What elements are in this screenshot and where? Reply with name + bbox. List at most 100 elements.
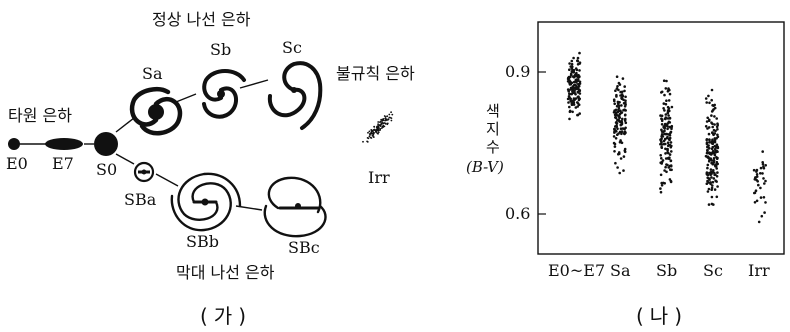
data-point-sa: [624, 96, 627, 99]
irr-dot: [383, 119, 385, 121]
data-point-irr: [764, 201, 767, 204]
data-point-sb: [670, 180, 673, 183]
data-point-irr: [763, 182, 766, 185]
data-point-sa: [624, 151, 627, 154]
data-point-sb: [665, 80, 668, 83]
data-point-sc: [711, 184, 714, 187]
data-point-sa: [617, 109, 620, 112]
data-point-sa: [623, 155, 626, 158]
type-sbc: SBc: [288, 240, 320, 256]
data-point-sc: [711, 89, 714, 92]
irr-dot: [374, 129, 376, 131]
data-point-sc: [710, 168, 713, 171]
data-point-sc: [713, 161, 716, 164]
irr-dot: [377, 123, 379, 125]
data-point-sa: [621, 95, 624, 98]
data-point-sc: [710, 172, 713, 175]
data-point-sb: [661, 143, 664, 146]
data-point-sc: [706, 177, 709, 180]
data-point-sa: [613, 98, 616, 101]
data-point-sc: [716, 124, 719, 127]
irr-dot: [380, 121, 382, 123]
data-point-sc: [706, 145, 709, 148]
data-point-sc: [716, 185, 719, 188]
data-point-sb: [665, 87, 668, 90]
data-point-sb: [666, 148, 669, 151]
data-point-sb: [668, 99, 671, 102]
data-point-sb: [667, 114, 670, 117]
data-point-irr: [763, 196, 766, 199]
data-point-e0-e7: [567, 101, 570, 104]
data-point-sc: [712, 203, 715, 206]
irr-dot: [375, 131, 377, 133]
data-point-sc: [705, 125, 708, 128]
data-point-sa: [620, 141, 623, 144]
galaxy-irr: [362, 111, 393, 143]
data-point-sb: [661, 184, 664, 187]
data-point-sc: [708, 133, 711, 136]
irr-dot: [385, 123, 387, 125]
type-sc: Sc: [282, 40, 302, 56]
data-point-sc: [716, 157, 719, 160]
data-point-sa: [617, 132, 620, 135]
data-point-sa: [614, 162, 617, 165]
data-point-sc: [706, 152, 709, 155]
data-point-sa: [615, 130, 618, 133]
data-point-sb: [663, 94, 666, 97]
data-point-sc: [714, 107, 717, 110]
label-elliptical: 타원 은하: [8, 108, 72, 124]
scatter-points: [567, 52, 767, 223]
data-point-sc: [711, 187, 714, 190]
data-point-irr: [759, 187, 762, 190]
data-point-irr: [753, 169, 756, 172]
data-point-sa: [613, 150, 616, 153]
data-point-sb: [670, 128, 673, 131]
data-point-sb: [661, 115, 664, 118]
type-sa: Sa: [142, 66, 163, 82]
y-ticks: [538, 72, 546, 214]
y-axis-label-line4: (B-V): [466, 160, 504, 175]
data-point-sb: [663, 102, 666, 105]
irr-dot: [369, 131, 371, 133]
data-point-sa: [616, 85, 619, 88]
data-point-irr: [763, 211, 766, 214]
data-point-sa: [617, 89, 620, 92]
data-point-sc: [714, 148, 717, 151]
data-point-sa: [618, 116, 621, 119]
data-point-sb: [664, 133, 667, 136]
galaxy-e7: [45, 138, 83, 150]
data-point-sa: [615, 109, 618, 112]
data-point-sc: [708, 203, 711, 206]
data-point-sc: [713, 177, 716, 180]
data-point-sc: [714, 188, 717, 191]
data-point-sc: [706, 143, 709, 146]
data-point-sc: [716, 161, 719, 164]
irr-dot: [362, 141, 364, 143]
data-point-sc: [712, 169, 715, 172]
y-tick-label-0.6: 0.6: [505, 206, 530, 222]
data-point-sc: [708, 102, 711, 105]
x-tick-label-irr: Irr: [748, 263, 770, 279]
data-point-sa: [620, 120, 623, 123]
data-point-sa: [615, 112, 618, 115]
data-point-e0-e7: [568, 76, 571, 79]
data-point-sa: [621, 118, 624, 121]
data-point-sb: [669, 117, 672, 120]
data-point-sb: [659, 161, 662, 164]
irr-dot: [391, 120, 393, 122]
data-point-irr: [762, 163, 765, 166]
data-point-e0-e7: [578, 99, 581, 102]
data-point-sa: [614, 89, 617, 92]
data-point-sa: [614, 116, 617, 119]
data-point-e0-e7: [577, 102, 580, 105]
irr-dot: [391, 114, 393, 116]
data-point-sc: [716, 171, 719, 174]
data-point-sc: [715, 117, 718, 120]
data-point-irr: [759, 172, 762, 175]
galaxy-sbb: [172, 174, 240, 230]
data-point-e0-e7: [575, 106, 578, 109]
data-point-sb: [660, 135, 663, 138]
data-point-sb: [667, 87, 670, 90]
data-point-sc: [706, 180, 709, 183]
